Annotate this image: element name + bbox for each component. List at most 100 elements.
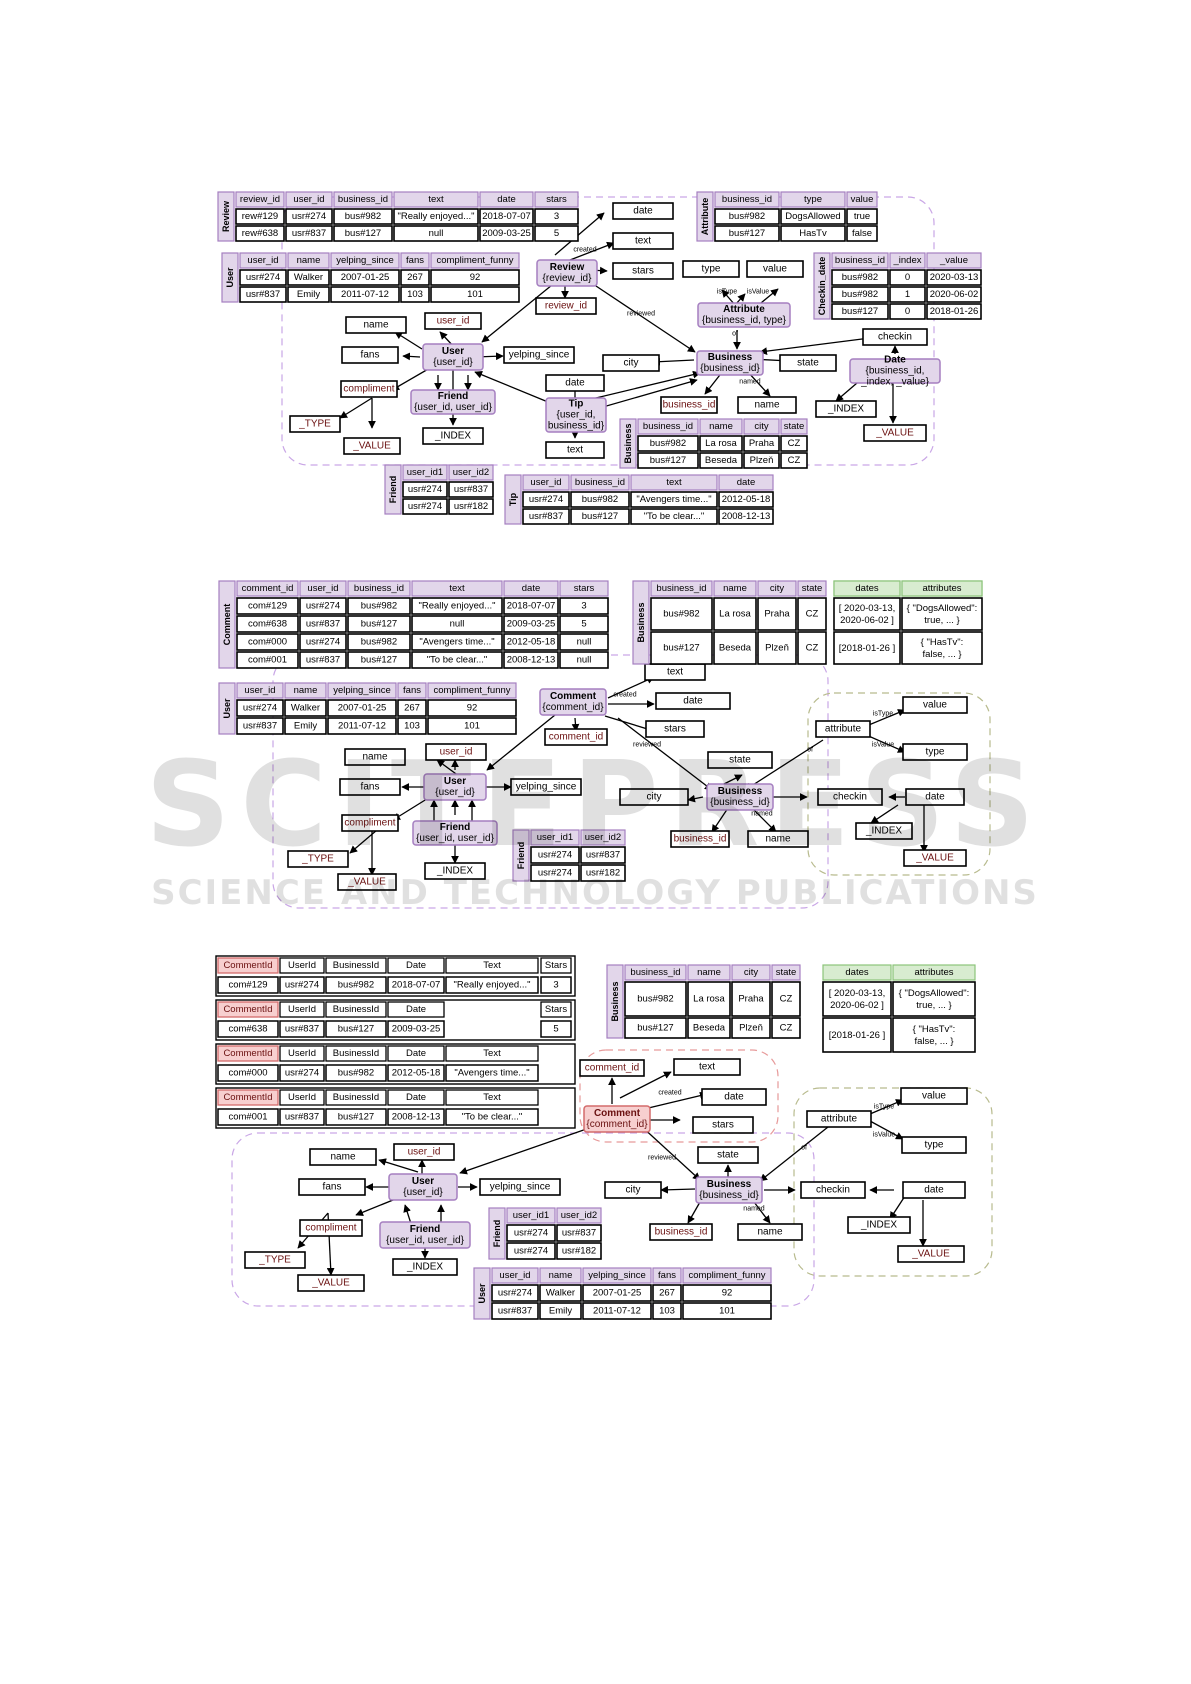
panel2-user-table-value: Emily [294, 721, 317, 732]
panel3-entity-user: User{user_id} [388, 1173, 458, 1201]
panel3-comment-cell [387, 1064, 445, 1082]
panel2-comment-table-cell [347, 597, 411, 615]
panel2-attr-date2-box [905, 788, 965, 806]
panel2-friend-table-cell [530, 864, 580, 882]
edge-arrow [889, 1195, 906, 1220]
panel3-comment-doc: CommentIdcom#001UserIdusr#837BusinessIdb… [215, 1087, 576, 1129]
panel1-checkin-table-cell [926, 269, 982, 286]
panel3-attr-index-box [392, 1258, 458, 1276]
panel3-user-table-header-cell [582, 1267, 652, 1284]
panel2-business-cell [901, 597, 983, 631]
panel3-friend-table-value: usr#274 [514, 1228, 548, 1239]
panel1-review-table-value: usr#837 [292, 228, 326, 239]
panel3-comment-header-cell [387, 1045, 445, 1062]
panel1-user-table-cell [239, 286, 287, 303]
panel3-comment-header: BusinessId [333, 1004, 379, 1015]
panel1-attr-state: state [779, 354, 837, 372]
panel2-region [272, 654, 829, 909]
edge-arrow [617, 717, 713, 791]
panel2-user-table-cell [427, 699, 517, 717]
panel1-attr-business-name-text: name [754, 400, 779, 411]
panel1-checkin-table-value: bus#127 [842, 306, 878, 317]
panel1-review-table-header-cell [285, 191, 333, 208]
panel1-attr-tip-date-box [545, 374, 605, 392]
panel2-attr-value-ext-text: _VALUE [347, 877, 386, 888]
panel2-attr-date-index: _INDEX [855, 822, 913, 840]
panel1-attr-type-ext-text: _TYPE [298, 419, 331, 430]
panel1-review-table-side-label: Review [221, 200, 231, 232]
panel2-comment-table-value: "Avengers time..." [419, 637, 494, 648]
edge-arrow [753, 1201, 771, 1224]
panel2-attr-date-index-text: _INDEX [865, 826, 902, 837]
panel2-user-table-header: user_id [244, 685, 275, 696]
panel1-user-table-value: 267 [407, 272, 423, 283]
panel1-tip-table-header-cell [630, 474, 718, 491]
panel1-attr-yelping-since-text: yelping_since [509, 350, 570, 361]
panel1-attr-index: _INDEX [422, 427, 484, 445]
panel1-review-table-value: null [429, 228, 444, 239]
edge-label-reviewed: reviewed [633, 742, 661, 749]
panel3-comment-header: Stars [545, 1004, 567, 1015]
panel1-tip-table-header: business_id [575, 477, 625, 488]
panel1-checkin-table-header-cell [889, 252, 926, 269]
panel3-business-cell [822, 1017, 892, 1053]
panel1-review-table-cell [393, 225, 479, 242]
panel3-attr-business-name-text: name [757, 1227, 782, 1238]
panel3-attr-text-box [673, 1058, 741, 1076]
panel3-friend-table-side-label: Friend [492, 1220, 502, 1248]
edge-arrow [339, 397, 373, 419]
panel1-friend-table-side [384, 464, 402, 515]
panel1-business-table-header-cell [743, 418, 780, 435]
panel1-attr-date-text: date [633, 206, 653, 217]
edge-arrow [355, 1197, 399, 1216]
panel3-comment-cell [217, 1108, 279, 1126]
panel1-entity-user-box [422, 343, 484, 371]
panel1-attr-text-text: text [635, 236, 651, 247]
panel1-review-table-value: rew#638 [242, 228, 278, 239]
panel2-attr-attribute-box [815, 720, 871, 738]
panel1-tip-table-value: usr#837 [529, 511, 563, 522]
panel1-business-table-cell [637, 452, 699, 469]
panel2-business-header-cell [901, 580, 983, 597]
panel2-attr-state: state [707, 751, 773, 769]
panel2-user-table-header-cell [397, 682, 427, 699]
panel1-attr-value-box [746, 260, 804, 278]
panel2-comment-table-value: null [577, 637, 592, 648]
edge-arrow [660, 1185, 696, 1194]
panel3-user-table-cell [582, 1284, 652, 1302]
panel1-friend-table-value: usr#274 [408, 501, 442, 512]
panel1-attribute-table-header-cell [714, 191, 780, 208]
panel3-attr-date-index: _INDEX [847, 1216, 911, 1234]
panel3-comment-header-cell [279, 1045, 325, 1062]
panel3-attr-value-box [900, 1087, 968, 1105]
panel2-comment-table-cell [299, 597, 347, 615]
panel1-user-table-cell [330, 269, 400, 286]
panel2-business-table-header-cell [757, 580, 797, 597]
panel1-attr-state-text: state [797, 358, 819, 369]
panel1-business-table-value: Plzeň [750, 455, 774, 466]
panel1-attr-date-box [612, 202, 674, 220]
panel3-attr-text-text: text [699, 1062, 715, 1073]
panel3-comment-header: CommentId [223, 960, 272, 971]
panel1-entity-user: User{user_id} [422, 343, 484, 371]
panel1-friend-table-header: user_id1 [407, 467, 443, 478]
panel1-business-table-cell [743, 435, 780, 452]
panel3-comment-header: Text [483, 1048, 501, 1059]
panel2-attr-value: value [902, 696, 968, 714]
panel1-attr-text: text [612, 232, 674, 250]
panel3-attr-city-box [604, 1181, 662, 1199]
panel1-business-table-header: state [784, 421, 805, 432]
panel3-comment-value: com#001 [228, 1112, 267, 1123]
panel3-business-table-header: business_id [630, 967, 680, 978]
panel1-tip-table-side [504, 474, 522, 525]
edge-arrow [639, 1124, 701, 1181]
panel3-user-table-header: compliment_funny [688, 1270, 765, 1281]
panel3-comment-cell [387, 1108, 445, 1126]
panel3-user-table-header: user_id [499, 1270, 530, 1281]
edge-label-named: named [739, 379, 761, 386]
panel3-user-table-header-cell [491, 1267, 539, 1284]
panel1-checkin-table-header: _value [939, 255, 968, 266]
